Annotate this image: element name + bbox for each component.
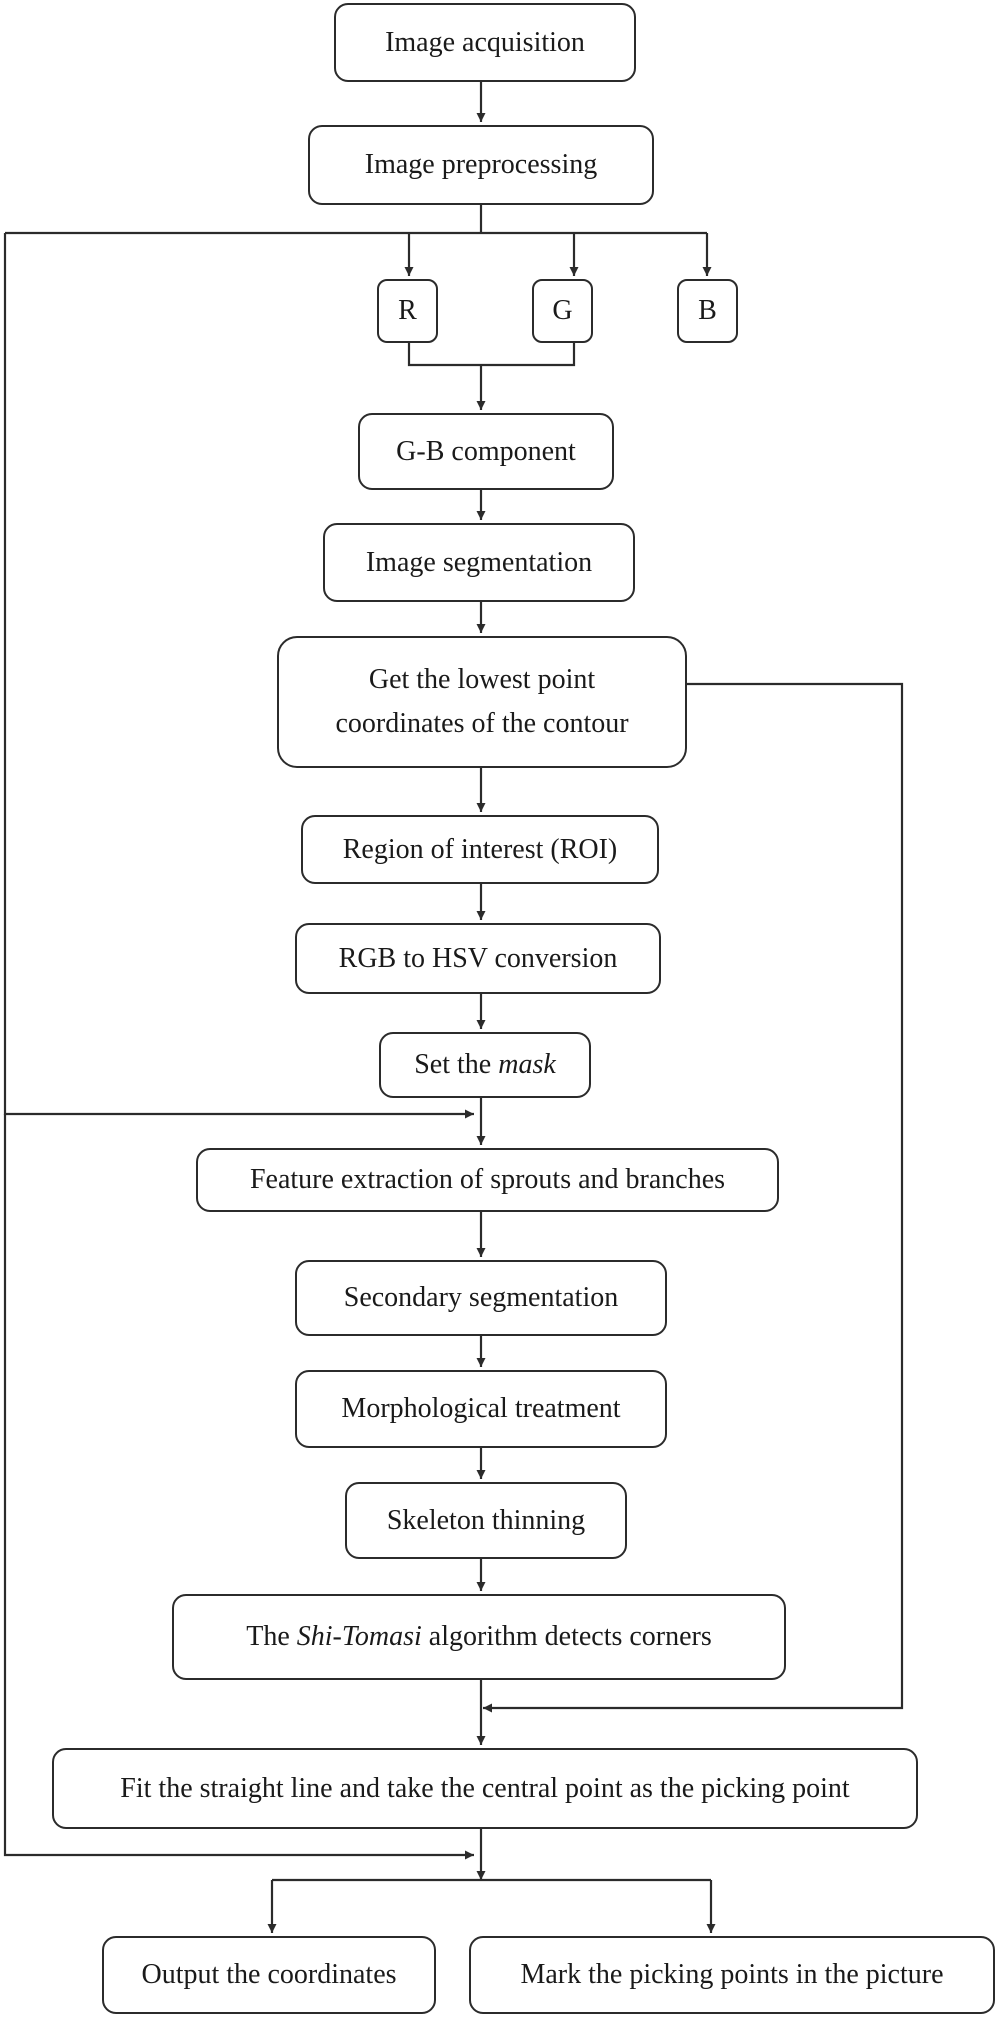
node-label: The Shi-Tomasi algorithm detects corners [246, 1615, 712, 1659]
node-shi-tomasi: The Shi-Tomasi algorithm detects corners [172, 1594, 786, 1680]
node-rgb-to-hsv: RGB to HSV conversion [295, 923, 661, 994]
node-label: B [698, 295, 717, 326]
node-gb-component: G-B component [358, 413, 614, 490]
node-label: Image preprocessing [364, 149, 598, 180]
node-region-of-interest: Region of interest (ROI) [301, 815, 659, 884]
node-label: G [552, 295, 573, 326]
node-label: Secondary segmentation [343, 1282, 619, 1313]
node-label: Region of interest (ROI) [342, 833, 618, 865]
node-image-segmentation: Image segmentation [323, 523, 635, 602]
label-italic: mask [498, 1049, 556, 1080]
node-feature-extraction: Feature extraction of sprouts and branch… [196, 1148, 779, 1212]
node-label-line-2: coordinates of the contour [335, 708, 629, 739]
label-prefix: The [246, 1621, 297, 1652]
node-r-channel: R [377, 279, 438, 343]
node-label: R [398, 295, 417, 326]
bypass-left-to-output [3, 1114, 474, 1860]
node-set-mask: Set the mask [379, 1032, 591, 1098]
node-secondary-segmentation: Secondary segmentation [295, 1260, 667, 1336]
node-label: Image acquisition [385, 26, 585, 58]
node-label: Output the coordinates [141, 1959, 397, 1990]
node-label-line-1: Get the lowest point [368, 664, 596, 695]
node-morphological-treatment: Morphological treatment [295, 1370, 667, 1448]
node-b-channel: B [677, 279, 738, 343]
node-image-acquisition: Image acquisition [334, 3, 636, 82]
node-label: Morphological treatment [341, 1393, 621, 1424]
node-image-preprocessing: Image preprocessing [308, 125, 654, 205]
bypass-right-from-lowest [483, 682, 904, 1713]
node-label: Mark the picking points in the picture [520, 1959, 944, 1990]
node-lowest-point: Get the lowest point coordinates of the … [277, 636, 687, 768]
node-label: RGB to HSV conversion [338, 942, 618, 974]
node-label: G-B component [396, 435, 576, 467]
node-mark-picking-points: Mark the picking points in the picture [469, 1936, 995, 2014]
node-skeleton-thinning: Skeleton thinning [345, 1482, 627, 1559]
line-merge-r-g [407, 343, 576, 367]
label-suffix: algorithm detects corners [421, 1621, 712, 1652]
node-label: Fit the straight line and take the centr… [120, 1772, 850, 1804]
node-label: Set the mask [414, 1043, 556, 1087]
label-italic: Shi-Tomasi [296, 1621, 422, 1652]
node-fit-straight-line: Fit the straight line and take the centr… [52, 1748, 918, 1829]
node-label: Skeleton thinning [386, 1504, 586, 1536]
node-output-coordinates: Output the coordinates [102, 1936, 436, 2014]
node-label: Feature extraction of sprouts and branch… [249, 1164, 726, 1195]
node-g-channel: G [532, 279, 593, 343]
label-prefix: Set the [414, 1049, 499, 1080]
node-label: Image segmentation [365, 546, 593, 578]
